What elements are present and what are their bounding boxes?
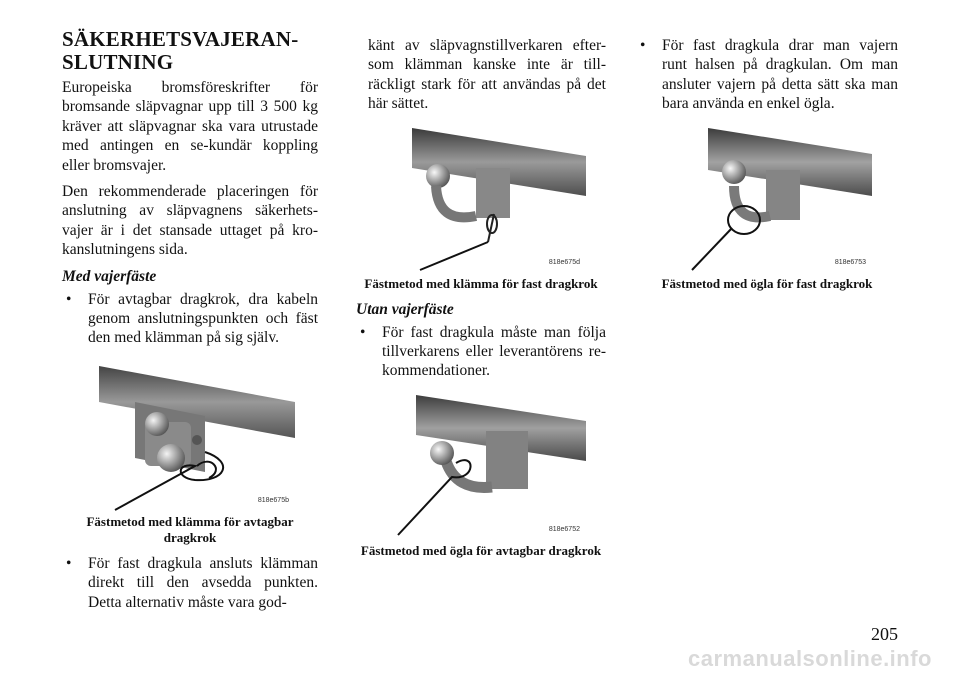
bullet-text: För fast dragkula måste man följa tillve… (382, 323, 606, 380)
figure-caption: Fästmetod med klämma för fast dragkrok (364, 275, 598, 291)
section-title: SÄKERHETSVAJERAN- SLUTNING (62, 28, 318, 74)
bullet-dot: • (360, 323, 366, 341)
bullet-text-continued: känt av släpvagnstillverkaren efter-som … (368, 37, 606, 113)
paragraph-regulations: Europeiska bromsföreskrifter för bromsan… (62, 79, 318, 174)
tow-hook-illustration (691, 127, 872, 271)
figure-code: 818e6752 (548, 525, 580, 533)
figure-clamp-fixed: 818e675d (376, 124, 586, 274)
subheading-with-cable-mount: Med vajerfäste (62, 267, 157, 285)
tow-hook-illustration (412, 127, 586, 271)
column-2: känt av släpvagnstillverkaren efter-som … (356, 36, 606, 567)
figure-caption: Fästmetod med ögla för avtagbar dragkrok (360, 542, 602, 558)
column-3: • För fast dragkula drar man vajern runt… (636, 36, 898, 300)
bullet-dot: • (66, 290, 72, 308)
bullet-loop-around-neck: • För fast dragkula drar man vajern runt… (636, 36, 898, 114)
column-1: SÄKERHETSVAJERAN- SLUTNING Europeiska br… (62, 28, 318, 618)
title-line-1: SÄKERHETSVAJERAN- (62, 27, 299, 51)
figure-caption: Fästmetod med ögla för fast dragkrok (661, 275, 873, 291)
bullet-fixed-ball-clamp: • För fast dragkula ansluts klämman dire… (62, 554, 318, 612)
figure-code: 818e6753 (834, 258, 866, 266)
bullet-text: För fast dragkula drar man vajern runt h… (662, 37, 898, 113)
bullet-dot: • (66, 554, 72, 572)
watermark: carmanualsonline.info (688, 646, 932, 671)
bullet-removable-hook: • För avtagbar dragkrok, dra kabeln geno… (62, 290, 318, 348)
figure-loop-fixed: 818e6753 (662, 124, 872, 274)
figure-code: 818e675d (548, 258, 580, 266)
figure-code: 818e675b (257, 496, 289, 504)
bullet-dot: • (640, 37, 646, 54)
tow-hook-illustration (99, 365, 295, 511)
figure-clamp-removable: 818e675b (85, 362, 295, 512)
paragraph-placement: Den rekommenderade placeringen för anslu… (62, 183, 318, 259)
tow-hook-illustration (397, 394, 586, 536)
bullet2-continuation: känt av släpvagnstillverkaren efter-som … (356, 36, 606, 114)
bullet-manufacturer-recommendations: • För fast dragkula måste man följa till… (356, 323, 606, 381)
bullet-text: För fast dragkula ansluts klämman direkt… (88, 554, 318, 611)
figure-caption: Fästmetod med klämma för avtagbar dragkr… (86, 513, 294, 545)
subheading-without-cable-mount: Utan vajerfäste (356, 300, 454, 318)
title-line-2: SLUTNING (62, 50, 174, 74)
bullet-text: För avtagbar dragkrok, dra kabeln genom … (88, 290, 318, 347)
page-number: 205 (871, 624, 898, 644)
figure-loop-removable: 818e6752 (376, 391, 586, 541)
